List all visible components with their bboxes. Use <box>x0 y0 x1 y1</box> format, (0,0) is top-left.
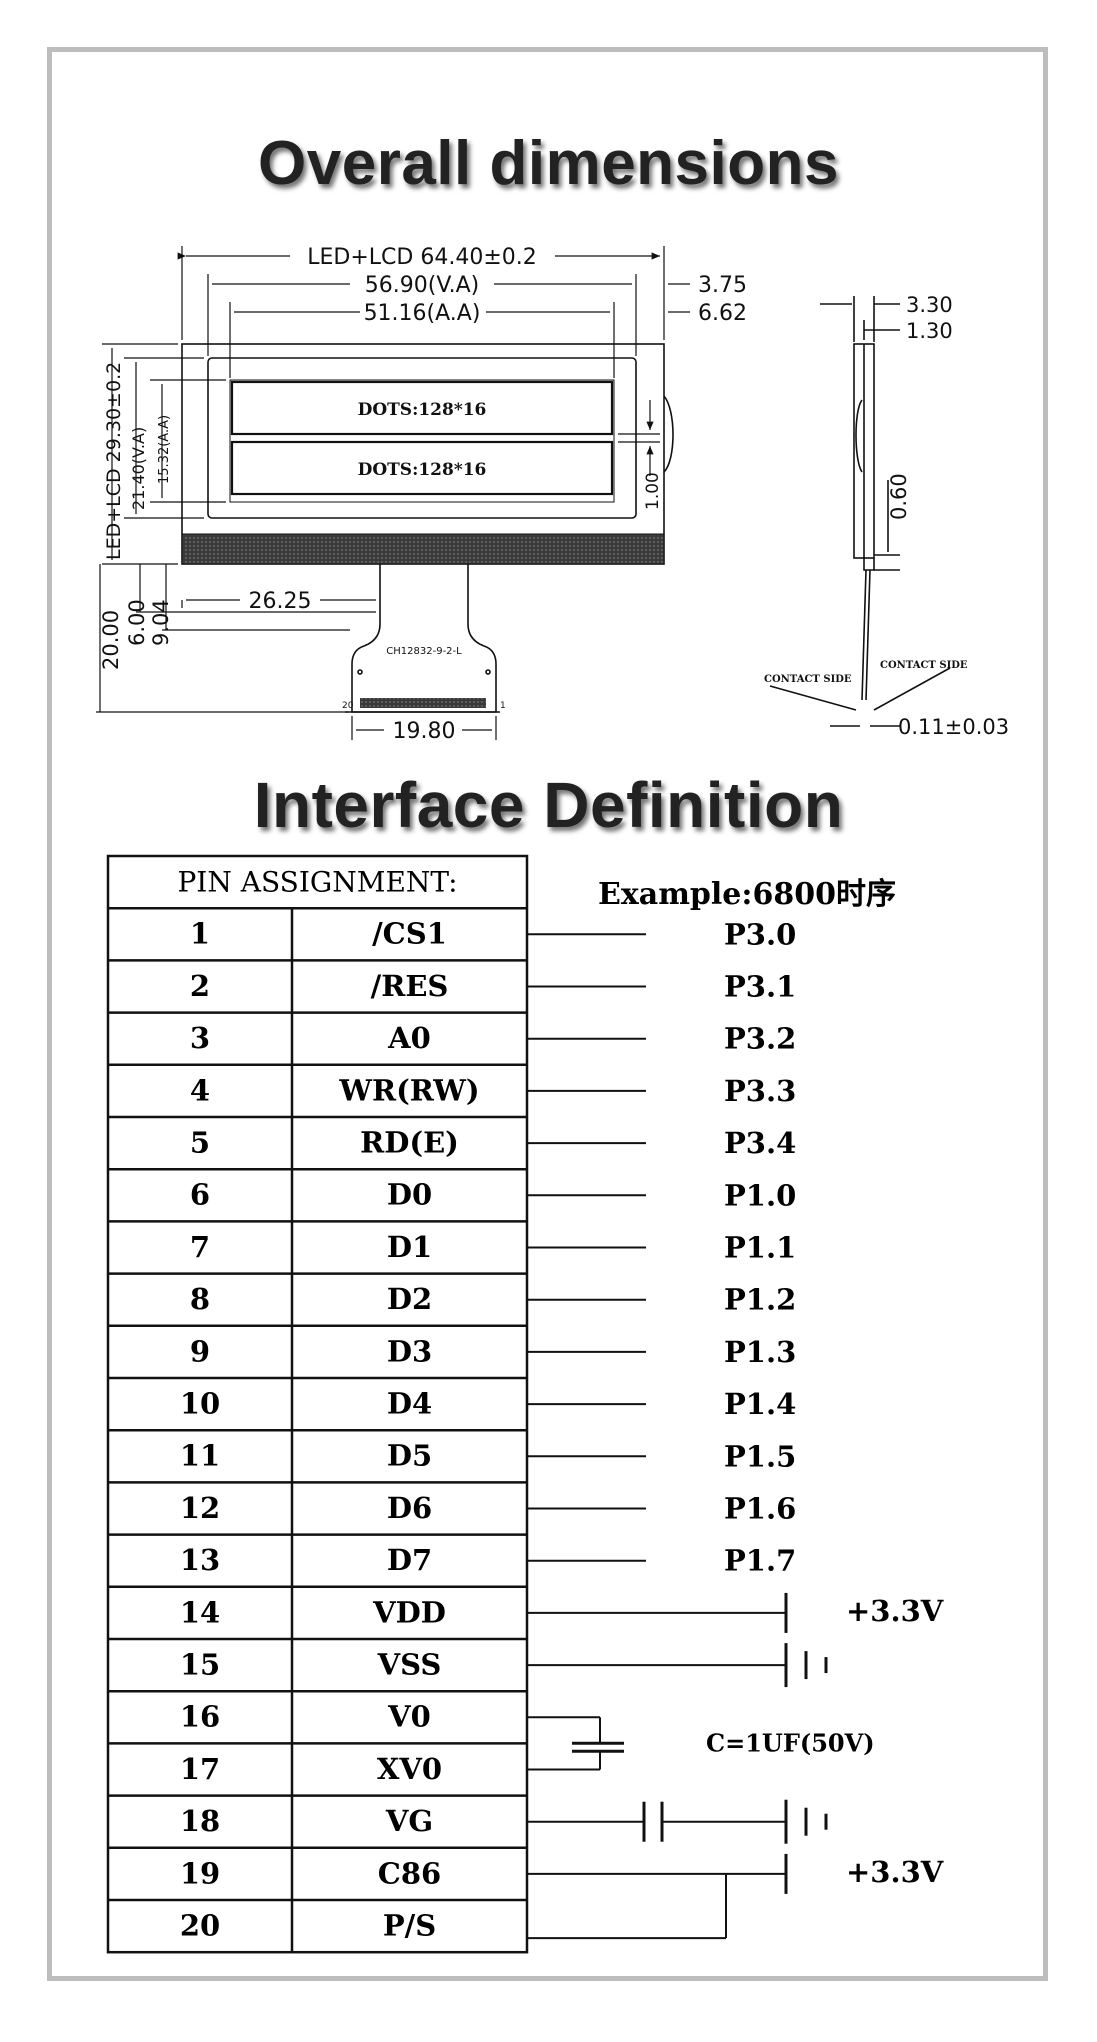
pin-number: 12 <box>180 1491 220 1525</box>
port-label: P1.3 <box>724 1335 796 1369</box>
pin-number: 15 <box>180 1647 220 1681</box>
port-label: P1.6 <box>724 1492 796 1526</box>
pin-name: D0 <box>387 1178 432 1212</box>
port-label: P1.5 <box>724 1439 796 1473</box>
port-label: P3.1 <box>724 970 796 1004</box>
side-glass-label: 1.30 <box>906 319 953 343</box>
va-height-label: 21.40(V.A) <box>129 427 148 510</box>
pin-number: 6 <box>190 1178 210 1212</box>
pin-number: 11 <box>180 1439 220 1473</box>
port-label: P1.7 <box>724 1544 796 1578</box>
fpc-width-label: 19.80 <box>393 719 456 744</box>
pin-name: D4 <box>387 1386 432 1420</box>
fpc-code-label: CH12832-9-2-L <box>386 646 462 657</box>
overall-height-label: LED+LCD 29.30±0.2 <box>103 362 125 560</box>
example-label: Example:6800时序 <box>598 877 896 912</box>
pin-name: D7 <box>387 1543 432 1577</box>
aa-height-label: 15.32(A.A) <box>157 415 172 484</box>
bezel-bar <box>181 533 665 565</box>
pin-name: D1 <box>387 1230 432 1264</box>
tail-offset-label: 26.25 <box>249 589 312 614</box>
pin-number: 19 <box>180 1856 220 1890</box>
pin-number: 10 <box>180 1386 220 1420</box>
display-line-2 <box>230 440 614 496</box>
pin-name: D3 <box>387 1334 432 1368</box>
line-gap-label: 1.00 <box>643 472 663 510</box>
contact-side-right-label: CONTACT SIDE <box>880 660 968 671</box>
pin-name: D2 <box>387 1282 432 1316</box>
pin-number: 4 <box>190 1073 210 1107</box>
pin-name: /RES <box>371 969 449 1003</box>
right-offset-1-label: 3.75 <box>698 273 747 298</box>
contact-side-left-label: CONTACT SIDE <box>764 674 852 685</box>
pin-number: 8 <box>190 1282 210 1316</box>
port-label: P1.0 <box>724 1178 796 1212</box>
pin-number: 1 <box>190 917 210 951</box>
port-label: P1.1 <box>724 1231 796 1265</box>
right-offset-2-label: 6.62 <box>698 301 747 326</box>
port-label: P3.0 <box>724 917 796 951</box>
pin-name: D5 <box>387 1439 432 1473</box>
fpc-pin-right-label: 1 <box>500 701 506 711</box>
pin-number: 13 <box>180 1543 220 1577</box>
dots-line-1-label: DOTS:128*16 <box>358 400 487 420</box>
pin-number: 18 <box>180 1804 220 1838</box>
fpc-thickness-label: 0.11±0.03 <box>898 715 1009 739</box>
pin-number: 5 <box>190 1125 210 1159</box>
pin-number: 20 <box>180 1908 220 1942</box>
pin-name: WR(RW) <box>338 1073 479 1107</box>
pin-name: VDD <box>372 1595 446 1629</box>
vdd-voltage-label: +3.3V <box>846 1594 944 1628</box>
port-label: P1.4 <box>724 1387 796 1421</box>
dimensions-heading: Overall dimensions <box>258 129 839 198</box>
capacitor-label: C=1UF(50V) <box>706 1728 875 1757</box>
pin-table <box>106 854 529 1954</box>
pin-name: VG <box>385 1804 433 1838</box>
pin-name: V0 <box>387 1700 431 1734</box>
pin-number: 17 <box>180 1752 220 1786</box>
pin-number: 7 <box>190 1230 210 1264</box>
pin-name: /CS1 <box>372 917 447 951</box>
side-tab-label: 0.60 <box>887 473 911 520</box>
port-label: P1.2 <box>724 1283 796 1317</box>
c86-voltage-label: +3.3V <box>846 1855 944 1889</box>
side-thickness-label: 3.30 <box>906 293 953 317</box>
outer-frame <box>47 47 1048 1981</box>
pin-name: D6 <box>387 1491 432 1525</box>
pin-name: VSS <box>377 1647 442 1681</box>
port-label: P3.3 <box>724 1074 796 1108</box>
tail-2-label: 9.04 <box>149 599 173 646</box>
pin-number: 3 <box>190 1021 210 1055</box>
tail-1-label: 6.00 <box>125 599 149 646</box>
pin-name: P/S <box>383 1908 436 1942</box>
pin-name: RD(E) <box>360 1125 459 1159</box>
fpc-pin-left-label: 20 <box>342 701 354 711</box>
pin-name: A0 <box>387 1021 431 1055</box>
port-label: P3.4 <box>724 1126 796 1160</box>
pin-number: 14 <box>180 1595 220 1629</box>
interface-heading: Interface Definition <box>253 769 844 841</box>
va-width-label: 56.90(V.A) <box>365 273 479 298</box>
table-header: PIN ASSIGNMENT: <box>177 865 457 898</box>
overall-width-label: LED+LCD 64.40±0.2 <box>307 245 537 270</box>
fpc-pads <box>360 698 486 708</box>
dots-line-2-label: DOTS:128*16 <box>358 460 487 480</box>
led-bump <box>663 395 674 473</box>
pin-number: 2 <box>190 969 210 1003</box>
side-view <box>769 296 951 727</box>
display-line-1 <box>230 380 614 436</box>
pin-number: 16 <box>180 1700 220 1734</box>
port-label: P3.2 <box>724 1022 796 1056</box>
tail-total-label: 20.00 <box>99 610 123 670</box>
viewing-area-outline <box>207 357 637 519</box>
pin-number: 9 <box>190 1334 210 1368</box>
aa-width-label: 51.16(A.A) <box>364 301 481 326</box>
pin-name: XV0 <box>377 1752 442 1786</box>
pin-name: C86 <box>378 1856 441 1890</box>
active-area-outline <box>229 379 615 503</box>
